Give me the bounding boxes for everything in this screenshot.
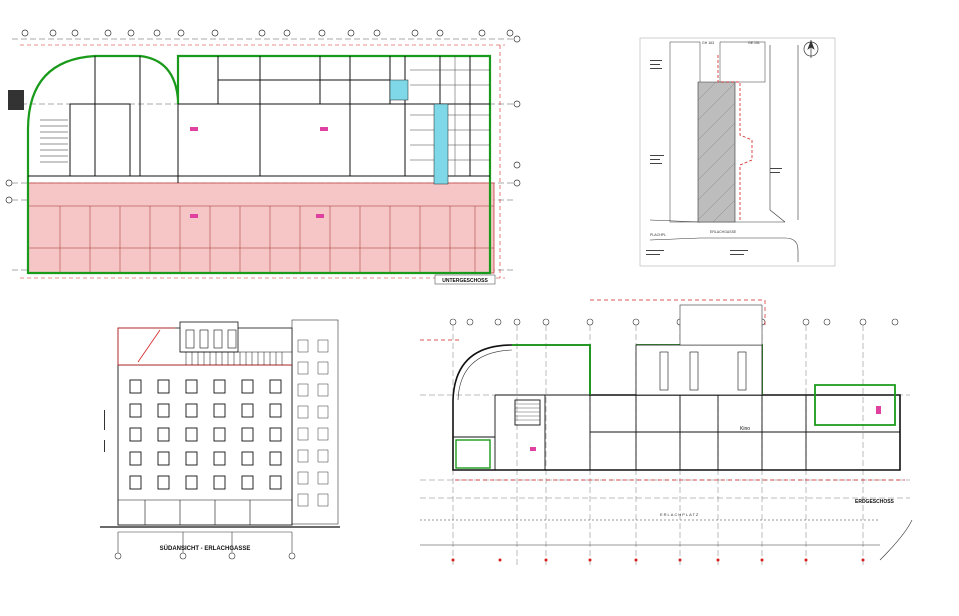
site-property-line: [717, 55, 753, 222]
basement-storage-zone: [27, 182, 495, 274]
ground-upper-block: [679, 304, 763, 346]
site-header-right: GE 151: [748, 41, 760, 45]
ground-lift-green: [455, 439, 491, 469]
site-header-left: GH 163: [702, 41, 714, 45]
ground-street-label: ERLACHPLATZ: [660, 512, 699, 517]
basement-magenta-tags: [190, 127, 328, 218]
elevation-railing: [180, 351, 292, 365]
site-street-bottom: ERLACHGASSE: [710, 230, 737, 234]
ground-curved-wall: [457, 349, 513, 401]
basement-axis-markers-left: [5, 179, 13, 204]
basement-stairs-left: [40, 119, 68, 163]
site-building-footprint: [697, 81, 736, 223]
ground-street-curve: [879, 519, 913, 561]
ground-room-label: Kino: [740, 426, 750, 432]
ground-axis-markers-top: [449, 318, 899, 326]
elevation-penthouse-windows: [185, 329, 237, 349]
ground-floor-plan: Kino ERDGESCHOSS ERLACHPLATZ: [420, 299, 913, 565]
elevation-title: SÜDANSICHT - ERLACHGASSE: [160, 545, 251, 552]
ground-walls: [453, 394, 900, 470]
basement-ramp: [433, 103, 449, 185]
elevation-penthouse: [179, 321, 239, 353]
elevation-axis-markers: [114, 531, 296, 560]
site-annotation-blocks: [646, 60, 782, 255]
elevation-storefront: [118, 499, 292, 525]
north-arrow-icon: [803, 40, 819, 58]
ground-survey-points: [451, 558, 865, 562]
elevation-windows: [129, 379, 282, 490]
elevation-facade: [117, 364, 293, 526]
ground-courtyard-block: [635, 344, 763, 396]
south-elevation: SÜDANSICHT - ERLACHGASSE: [100, 319, 340, 560]
ground-floor-label: ERDGESCHOSS: [855, 499, 895, 505]
basement-dimension-lines: [20, 44, 505, 279]
ground-dimension-top: [590, 299, 766, 325]
ground-magenta-marker: [876, 406, 881, 414]
site-street-left: PLACHPL: [650, 233, 666, 237]
basement-walls: [28, 56, 490, 183]
basement-stair-core: [389, 79, 409, 101]
basement-storage-partitions: [28, 205, 494, 273]
site-building-hatch: [697, 81, 736, 223]
ground-stair: [515, 403, 540, 421]
ground-courtyard-windows: [659, 351, 747, 391]
basement-label: UNTERGESCHOSS: [442, 278, 488, 284]
basement-axis-markers-right: [513, 35, 521, 187]
basement-plan: UNTERGESCHOSS: [5, 29, 521, 285]
elevation-neighbour-windows: [297, 339, 329, 507]
elevation-level-marks: [104, 410, 105, 452]
elevation-neighbour: [291, 319, 339, 525]
ground-magenta-marker-2: [530, 447, 536, 451]
elevation-red-outline: [117, 327, 292, 366]
site-plan: GH 163 GE 151 ERLACHGASSE PLACHPL: [639, 37, 836, 267]
basement-parking-stalls: [410, 56, 490, 176]
basement-label-frame: [434, 274, 496, 285]
basement-axis-markers-top: [21, 29, 514, 37]
site-frame: [639, 37, 836, 267]
basement-legend-box: [8, 90, 24, 110]
